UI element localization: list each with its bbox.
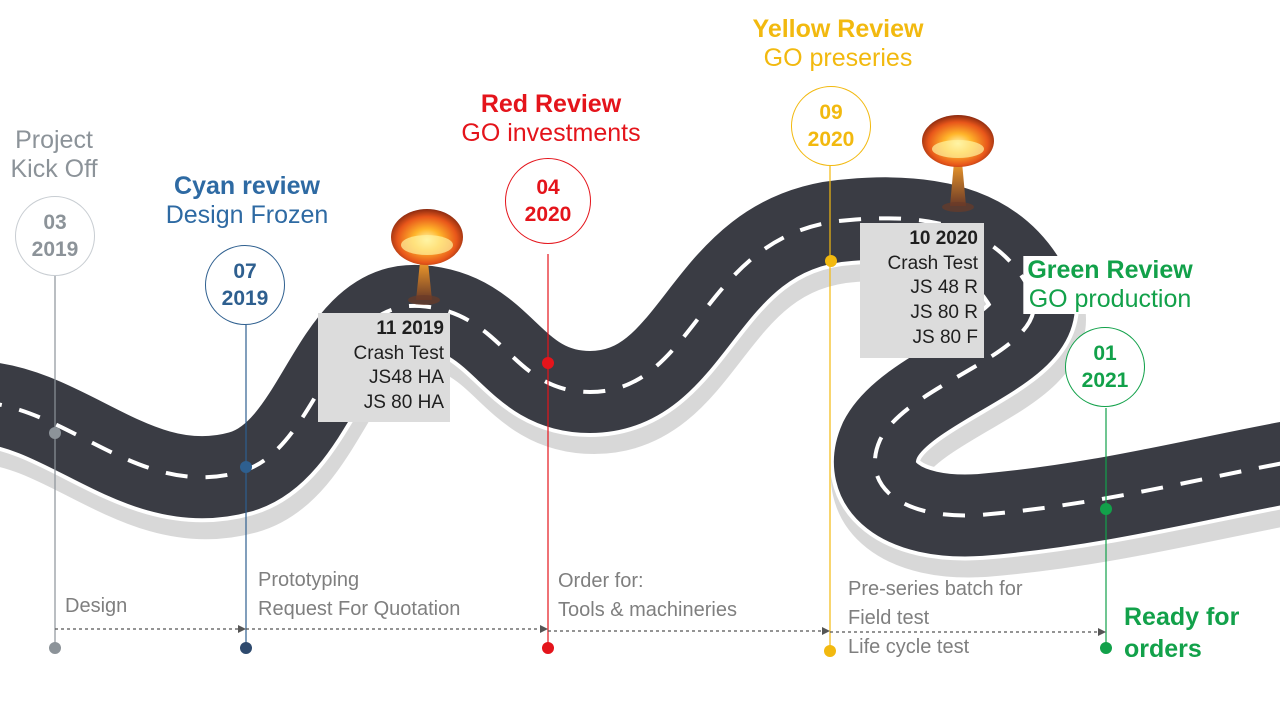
- crash-test-line: Crash Test: [887, 252, 978, 274]
- phase-line: Tools & machineries: [558, 599, 737, 621]
- phase-line: Order for:: [558, 570, 644, 592]
- timeline-arrows: [55, 628, 1100, 633]
- date-year: 2021: [1081, 369, 1129, 392]
- date-month: 07: [233, 259, 257, 283]
- bottom-dot-kickoff: [49, 642, 61, 654]
- crash-test-line: JS48 HA: [369, 367, 444, 389]
- phase-line: Design: [65, 595, 128, 617]
- date-year: 2020: [524, 203, 572, 226]
- milestone-subtitle: GO production: [1028, 284, 1192, 313]
- crash-test-date: 10 2020: [909, 228, 978, 249]
- crash-test-line: JS 80 R: [910, 302, 978, 324]
- road-dot-cyan: [240, 461, 252, 473]
- explosion-icon: [922, 115, 994, 212]
- milestone-title: Yellow Review: [752, 15, 924, 43]
- arrow-head: [238, 625, 246, 633]
- milestone-cyan-label: Cyan review Design Frozen: [166, 172, 329, 230]
- milestone-yellow-label: Yellow Review GO preseries: [753, 15, 924, 73]
- phase-order: Order for: Tools & machineries: [558, 567, 737, 625]
- milestone-subtitle: Design Frozen: [165, 200, 329, 229]
- ready-for-orders-label: Ready for orders: [1124, 601, 1239, 665]
- milestone-subtitle: GO investments: [461, 118, 641, 147]
- milestone-title: Red Review: [480, 90, 622, 118]
- milestone-yellow-date: 09 2020: [791, 86, 871, 166]
- phase-line: Life cycle test: [848, 636, 970, 658]
- phase-line: Field test: [848, 607, 930, 629]
- road-dot-red: [542, 357, 554, 369]
- date-month: 04: [536, 175, 560, 199]
- date-month: 03: [43, 210, 67, 234]
- crash-test-line: JS 48 R: [910, 277, 978, 299]
- milestone-subtitle: Kick Off: [10, 154, 98, 183]
- crash-test-line: Crash Test: [353, 342, 444, 364]
- bottom-dot-green: [1100, 642, 1112, 654]
- explosion-icon: [391, 209, 463, 305]
- date-year: 2020: [807, 128, 855, 151]
- milestone-green-label: Green Review GO production: [1023, 256, 1197, 314]
- bottom-dot-cyan: [240, 642, 252, 654]
- phase-design: Design: [65, 592, 127, 621]
- milestone-red-label: Red Review GO investments: [461, 90, 640, 148]
- milestone-kickoff-label: Project Kick Off: [10, 126, 97, 184]
- milestone-kickoff-date: 03 2019: [15, 196, 95, 276]
- bottom-dot-red: [542, 642, 554, 654]
- milestone-red-date: 04 2020: [505, 158, 591, 244]
- arrow-heads: [238, 625, 1106, 636]
- date-month: 01: [1093, 341, 1117, 365]
- milestone-title: Green Review: [1027, 256, 1193, 284]
- milestone-title: Cyan review: [174, 172, 320, 200]
- crash-test-line: JS 80 F: [912, 326, 978, 348]
- arrow-head: [1098, 628, 1106, 636]
- bottom-dot-yellow: [824, 645, 836, 657]
- phase-line: Prototyping: [258, 569, 360, 591]
- final-line: orders: [1124, 635, 1202, 663]
- road-lane-dashes: [0, 216, 1280, 518]
- phase-line: Pre-series batch for: [848, 578, 1023, 600]
- date-year: 2019: [31, 238, 79, 261]
- date-year: 2019: [221, 287, 269, 310]
- date-month: 09: [819, 100, 843, 124]
- road-dot-kickoff: [49, 427, 61, 439]
- crash-test-box-2019: 11 2019 Crash Test JS48 HA JS 80 HA: [318, 313, 450, 422]
- milestone-subtitle: GO preseries: [763, 43, 913, 72]
- phase-line: Request For Quotation: [258, 598, 461, 620]
- crash-test-box-2020: 10 2020 Crash Test JS 48 R JS 80 R JS 80…: [860, 223, 984, 358]
- phase-preseries: Pre-series batch for Field test Life cyc…: [848, 575, 1023, 662]
- road-dot-green: [1100, 503, 1112, 515]
- phase-prototyping: Prototyping Request For Quotation: [258, 566, 460, 624]
- arrow-head: [822, 627, 830, 635]
- crash-test-line: JS 80 HA: [363, 392, 444, 414]
- crash-test-date: 11 2019: [376, 318, 444, 339]
- arrow-head: [540, 625, 548, 633]
- milestone-title: Project: [15, 126, 93, 154]
- milestone-green-date: 01 2021: [1065, 327, 1145, 407]
- road-dot-yellow: [825, 255, 837, 267]
- final-line: Ready for: [1124, 603, 1240, 631]
- milestone-cyan-date: 07 2019: [205, 245, 285, 325]
